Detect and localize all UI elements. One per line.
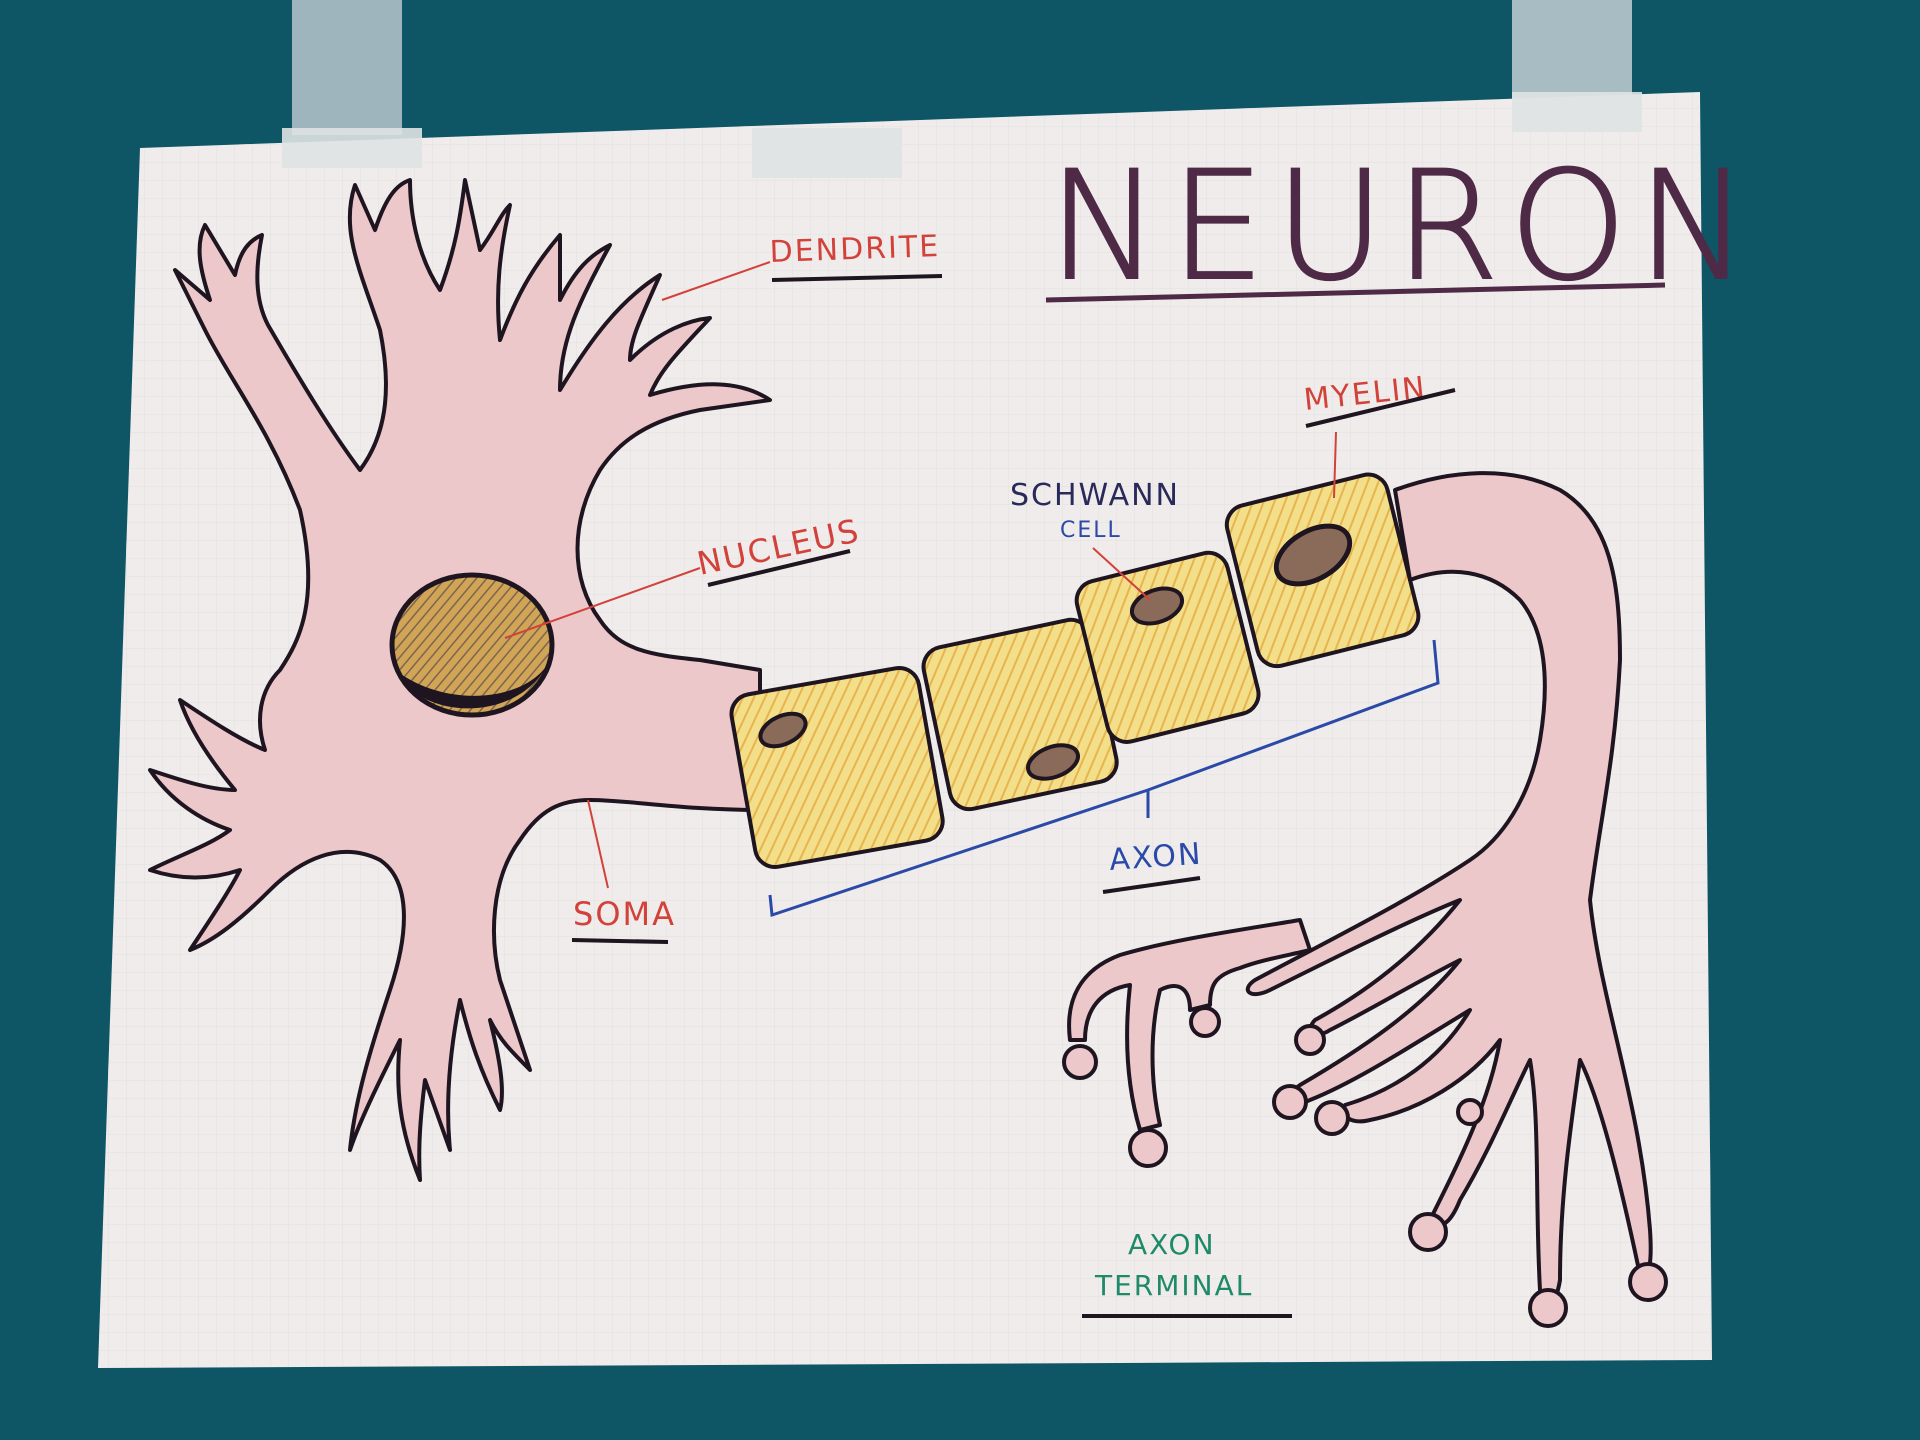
soma-underline [571, 938, 669, 944]
tape-on-paper-3 [1512, 92, 1642, 132]
title-underline [1045, 282, 1666, 303]
tape-on-paper-1 [282, 128, 422, 168]
axon-underline [1102, 876, 1201, 894]
axon-bracket [768, 639, 1440, 918]
axon-and-terminals [1245, 471, 1653, 1306]
nucleus-shape [389, 572, 555, 718]
terminal-bulb [1189, 1006, 1221, 1038]
schwann-nucleus-2 [1026, 743, 1080, 781]
schwann-label-line1: SCHWANN [1010, 478, 1180, 513]
schwann-label-line2: CELL [1060, 518, 1122, 543]
tape-on-paper-2 [752, 128, 902, 178]
myelin-segment-3 [1074, 550, 1261, 744]
schwann-nucleus-3 [1129, 586, 1185, 626]
terminal-bulb [1456, 1098, 1484, 1126]
schwann-nucleus-4 [1273, 523, 1353, 587]
poster-title: NEURON [1048, 140, 1759, 314]
tape-strip-left [292, 0, 402, 135]
terminal-branch-left [1067, 918, 1312, 1132]
myelin-sheath [729, 472, 1421, 869]
schwann-leader-line [1092, 547, 1151, 601]
schwann-nucleus-1 [758, 711, 808, 749]
terminal-bulb [1628, 1262, 1668, 1302]
nucleus-shadow [398, 660, 550, 709]
terminal-bulb [1528, 1288, 1568, 1328]
myelin-segment-1 [729, 665, 945, 869]
nucleus-leader-line [504, 567, 701, 639]
terminal-bulb [1408, 1212, 1448, 1252]
dendrite-label: DENDRITE [769, 229, 941, 270]
nucleus-underline [707, 549, 851, 587]
terminal-bulb [1062, 1044, 1098, 1080]
axon-terminal-label-line2: TERMINAL [1094, 1269, 1253, 1302]
terminal-bulb [1128, 1128, 1168, 1168]
myelin-underline [1305, 388, 1456, 428]
axon-label: AXON [1108, 837, 1203, 878]
soma-label: SOMA [573, 895, 676, 933]
terminal-bulb [1294, 1024, 1326, 1056]
terminal-bulbs [1062, 1006, 1668, 1328]
terminal-bulb [1314, 1100, 1350, 1136]
dendrite-underline [771, 274, 943, 282]
axon-terminal-label-line1: AXON [1128, 1228, 1216, 1261]
dendrite-leader-line [661, 261, 771, 301]
myelin-leader-line [1333, 431, 1337, 499]
soma-leader-line [587, 799, 609, 889]
terminal-bulb [1272, 1084, 1308, 1120]
